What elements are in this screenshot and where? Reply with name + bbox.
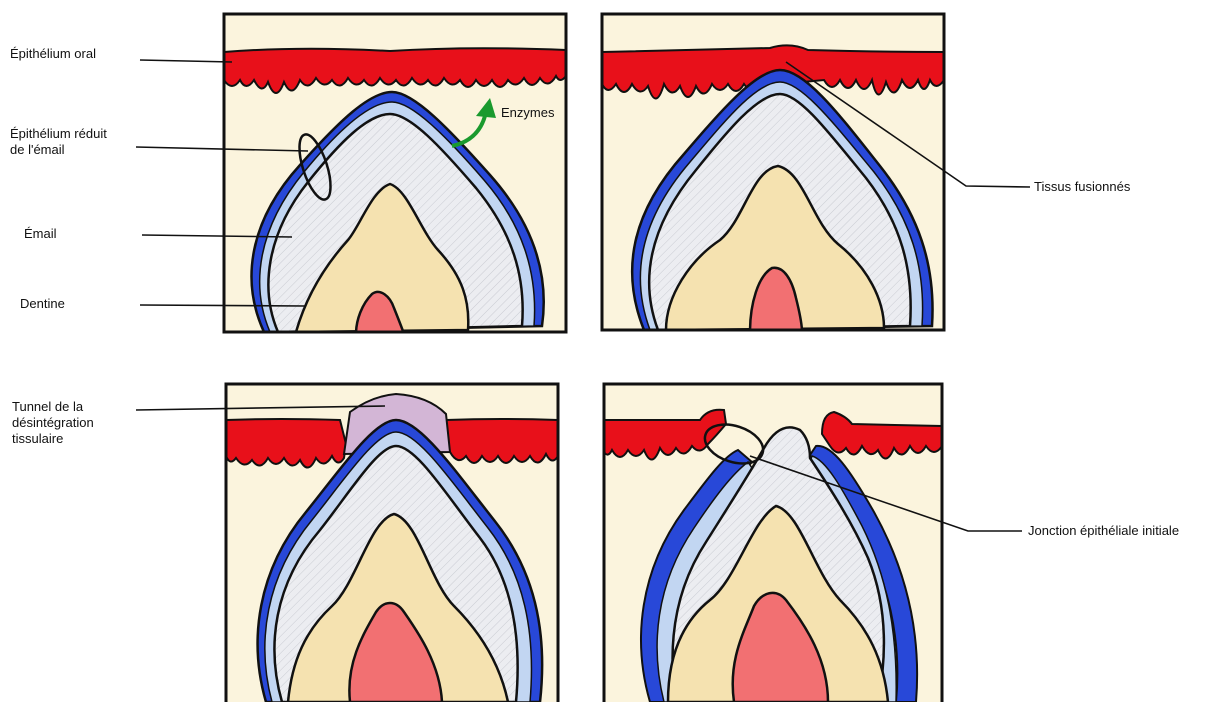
label-initial-junction: Jonction épithéliale initiale <box>1028 523 1179 539</box>
leader-oral-epithelium <box>140 60 232 62</box>
label-dentin: Dentine <box>20 296 65 312</box>
label-tunnel: Tunnel de la désintégration tissulaire <box>12 399 94 447</box>
label-reduced-enamel-epithelium: Épithélium réduit de l'émail <box>10 126 107 158</box>
panel-2 <box>602 14 944 332</box>
label-fused-tissues: Tissus fusionnés <box>1034 179 1130 195</box>
oral-epithelium-right <box>446 419 558 463</box>
leader-dentin <box>140 305 305 306</box>
oral-epithelium-left <box>226 419 346 468</box>
label-enzymes: Enzymes <box>501 105 554 121</box>
panel-1 <box>224 14 566 334</box>
panel-4 <box>604 384 942 702</box>
label-enamel: Émail <box>24 226 57 242</box>
panel-3 <box>226 384 558 702</box>
label-oral-epithelium: Épithélium oral <box>10 46 96 62</box>
